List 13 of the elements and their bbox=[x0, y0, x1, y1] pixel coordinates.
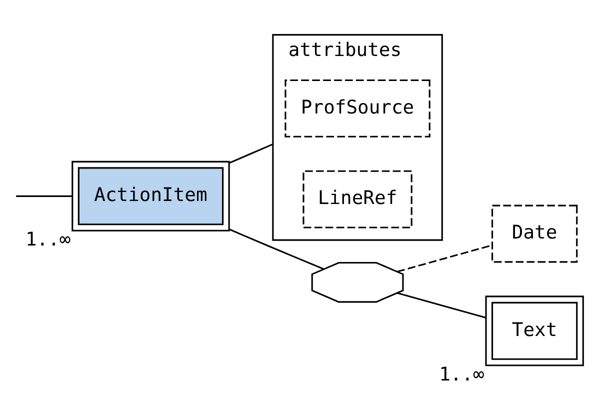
node-box: ActionItem bbox=[72, 160, 230, 232]
node-label: 1..∞ bbox=[25, 230, 71, 251]
node-box: Date bbox=[491, 204, 578, 263]
connector bbox=[397, 292, 486, 318]
connector bbox=[229, 143, 274, 164]
node-box: LineRef bbox=[302, 170, 412, 228]
node-octagon bbox=[311, 262, 404, 303]
node-box: Text bbox=[485, 296, 584, 366]
connector bbox=[229, 228, 324, 270]
connector bbox=[16, 195, 72, 197]
connector bbox=[397, 244, 492, 272]
node-label: 1..∞ bbox=[439, 364, 484, 386]
node-box: ProfSource bbox=[284, 79, 430, 138]
